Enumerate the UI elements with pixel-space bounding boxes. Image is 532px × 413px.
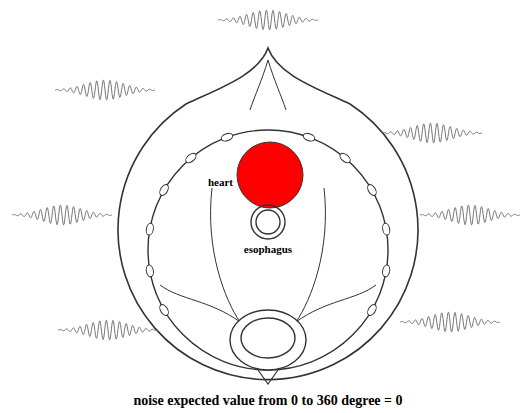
- noise-wave: [55, 80, 155, 100]
- noise-wave: [400, 312, 500, 332]
- caption: noise expected value from 0 to 360 degre…: [133, 393, 402, 409]
- noise-wave: [12, 205, 112, 225]
- heart-shape: [237, 142, 303, 208]
- noise-wave: [58, 320, 158, 340]
- rib-section: [184, 152, 198, 165]
- noise-wave: [218, 10, 318, 30]
- rib-section: [366, 303, 378, 317]
- rib-section: [158, 183, 170, 197]
- rib-section: [366, 183, 378, 197]
- rib-section: [158, 303, 170, 317]
- vertebra-ring: [230, 310, 306, 370]
- rib-section: [302, 132, 316, 143]
- rib-section: [382, 264, 391, 277]
- torso-inner-ridge: [250, 60, 268, 110]
- esophagus-outer: [251, 205, 285, 239]
- part-label: esophagus: [244, 243, 292, 255]
- pleura-line: [296, 188, 325, 322]
- spinous-process: [258, 370, 278, 384]
- rib-line: [160, 285, 240, 322]
- part-label: heart: [208, 176, 233, 188]
- rib-section: [145, 264, 154, 277]
- torso-outline: [118, 48, 418, 380]
- vertebra-body: [241, 318, 295, 358]
- rib-line: [296, 285, 376, 322]
- esophagus-inner: [256, 210, 280, 234]
- rib-section: [220, 132, 234, 143]
- rib-section: [145, 223, 154, 236]
- pleura-line: [211, 188, 240, 322]
- rib-section: [382, 223, 391, 236]
- noise-wave: [420, 205, 520, 225]
- torso-inner-ridge: [268, 60, 286, 110]
- thorax-cavity: [148, 130, 388, 370]
- rib-section: [338, 152, 352, 165]
- noise-wave: [382, 123, 482, 143]
